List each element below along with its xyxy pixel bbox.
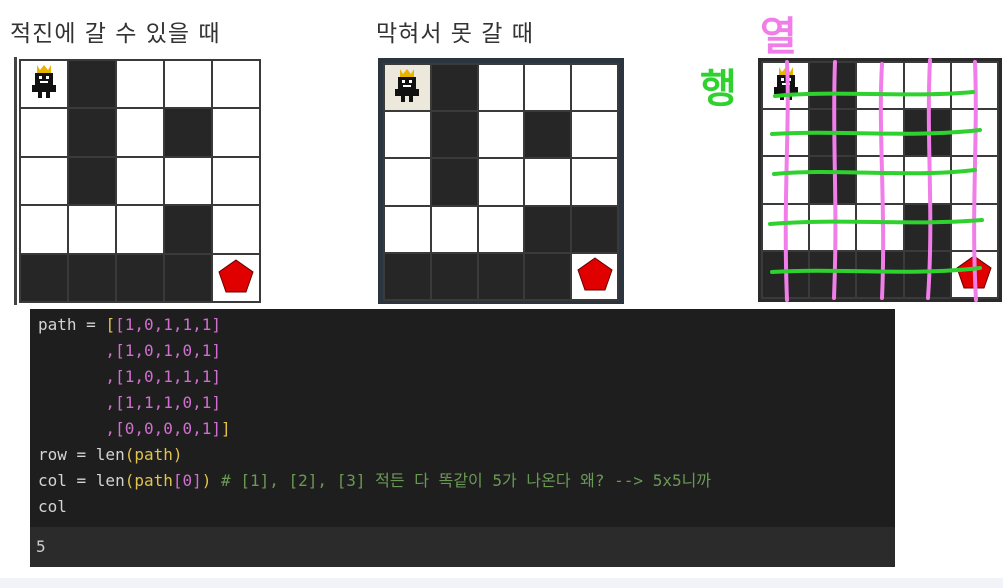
goal-pentagon-icon	[576, 257, 613, 295]
code-call: (path)	[124, 445, 183, 464]
path-cell	[572, 253, 617, 299]
path-cell	[385, 159, 430, 205]
path-cell	[478, 159, 524, 205]
code-bracket: [	[105, 315, 116, 334]
path-cell	[117, 206, 163, 253]
wall-cell	[431, 65, 477, 111]
path-cell	[431, 206, 477, 252]
path-cell	[385, 112, 430, 158]
wall-cell	[69, 157, 115, 205]
path-cell	[213, 254, 259, 301]
code-token: path =	[38, 315, 106, 334]
wall-cell	[69, 109, 115, 156]
wall-cell	[69, 61, 115, 108]
wall-cell	[21, 254, 67, 301]
output-value: 5	[36, 537, 46, 556]
code-editor[interactable]: path = [[1,0,1,1,1] ,[1,0,1,0,1] ,[1,0,1…	[30, 309, 895, 527]
path-cell	[165, 157, 211, 205]
code-token: col = len	[38, 471, 125, 490]
code-list: [1,0,1,1,1]	[115, 315, 222, 334]
wall-cell	[431, 112, 477, 158]
cell-output: 5	[30, 527, 895, 567]
path-cell	[21, 109, 67, 156]
code-line: path = [[1,0,1,1,1]	[38, 312, 895, 338]
path-cell	[213, 206, 259, 253]
notebook-code-cell[interactable]: path = [[1,0,1,1,1] ,[1,0,1,0,1] ,[1,0,1…	[30, 309, 895, 567]
wall-cell	[385, 253, 430, 299]
code-list: ,[0,0,0,0,1]	[38, 419, 222, 438]
path-cell	[213, 157, 259, 205]
row-label: 행	[700, 66, 737, 112]
path-cell	[525, 65, 571, 111]
code-line: col	[38, 497, 67, 516]
wall-cell	[904, 204, 950, 250]
path-cell	[478, 206, 524, 252]
wall-cell	[525, 206, 571, 252]
code-comment: # [1], [2], [3] 적든 다 똑같이 5가 나온다 왜? --> 5…	[211, 471, 712, 490]
code-line: ,[1,1,1,0,1]	[38, 393, 222, 412]
robot-icon	[392, 68, 422, 107]
caption-blocked: 막혀서 못 갈 때	[376, 21, 534, 47]
path-cell	[117, 157, 163, 205]
path-cell	[21, 206, 67, 253]
wall-cell	[572, 206, 617, 252]
path-cell	[478, 112, 524, 158]
caption-reachable: 적진에 갈 수 있을 때	[10, 21, 221, 47]
code-line: ,[1,0,1,1,1]	[38, 367, 222, 386]
wall-cell	[478, 253, 524, 299]
maze-grid	[383, 63, 619, 301]
wall-cell	[525, 253, 571, 299]
code-index: [0]	[172, 471, 202, 490]
path-cell	[69, 206, 115, 253]
path-cell	[572, 65, 617, 111]
handwritten-annotations	[768, 58, 984, 302]
wall-cell	[165, 206, 211, 253]
path-cell	[385, 206, 430, 252]
path-cell	[385, 65, 430, 111]
wall-cell	[69, 254, 115, 301]
code-bracket: ]	[221, 419, 231, 438]
page-footer-strip	[0, 578, 1003, 588]
wall-cell	[525, 112, 571, 158]
path-cell	[165, 61, 211, 108]
path-cell	[21, 157, 67, 205]
code-line: ,[1,0,1,0,1]	[38, 341, 222, 360]
maze-board-reachable	[14, 57, 262, 305]
code-token: row = len	[38, 445, 125, 464]
path-cell	[810, 204, 856, 250]
path-cell	[904, 157, 950, 203]
code-call: (path	[124, 471, 173, 490]
maze-board-blocked	[378, 58, 624, 304]
path-cell	[117, 109, 163, 156]
code-line: col = len(path[0]) # [1], [2], [3] 적든 다 …	[38, 468, 895, 494]
path-cell	[21, 61, 67, 108]
robot-icon	[29, 65, 59, 103]
wall-cell	[431, 159, 477, 205]
wall-cell	[117, 254, 163, 301]
column-label: 열	[760, 14, 797, 60]
wall-cell	[857, 251, 903, 297]
path-cell	[478, 65, 524, 111]
path-cell	[572, 159, 617, 205]
wall-cell	[165, 109, 211, 156]
maze-grid	[19, 59, 261, 303]
code-bracket: )	[201, 471, 212, 490]
path-cell	[117, 61, 163, 108]
path-cell	[857, 204, 903, 250]
wall-cell	[431, 253, 477, 299]
goal-pentagon-icon	[218, 259, 254, 297]
path-cell	[213, 109, 259, 156]
code-line: ,[0,0,0,0,1]]	[38, 416, 895, 442]
path-cell	[572, 112, 617, 158]
wall-cell	[165, 254, 211, 301]
code-line: row = len(path)	[38, 442, 895, 468]
path-cell	[525, 159, 571, 205]
path-cell	[213, 61, 259, 108]
